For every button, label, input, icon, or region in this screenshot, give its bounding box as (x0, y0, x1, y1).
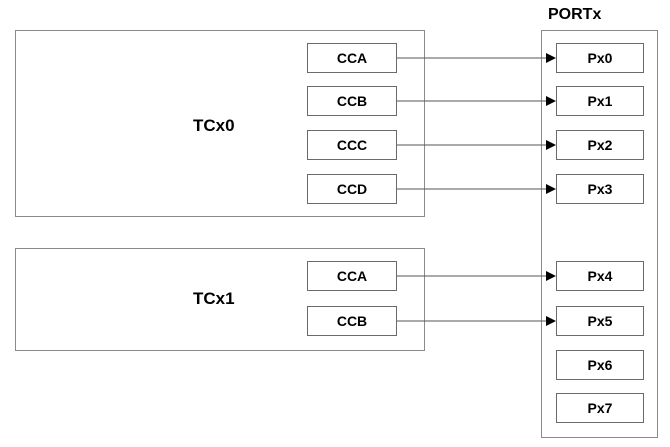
pin-px5: Px5 (556, 306, 644, 336)
tcx0-ccd-box: CCD (307, 174, 397, 204)
pin-px7: Px7 (556, 393, 644, 423)
pin-px3: Px3 (556, 174, 644, 204)
pin-px0: Px0 (556, 43, 644, 73)
pin-px1: Px1 (556, 86, 644, 116)
portx-title: PORTx (548, 6, 602, 23)
tcx0-cca-box: CCA (307, 43, 397, 73)
tcx1-ccb-box: CCB (307, 306, 397, 336)
tcx1-cca-box: CCA (307, 261, 397, 291)
tcx0-ccb-box: CCB (307, 86, 397, 116)
pin-px6: Px6 (556, 350, 644, 380)
tcx0-title: TCx0 (193, 116, 235, 135)
tcx1-title: TCx1 (193, 289, 235, 308)
pin-px2: Px2 (556, 130, 644, 160)
tcx0-ccc-box: CCC (307, 130, 397, 160)
pin-px4: Px4 (556, 261, 644, 291)
